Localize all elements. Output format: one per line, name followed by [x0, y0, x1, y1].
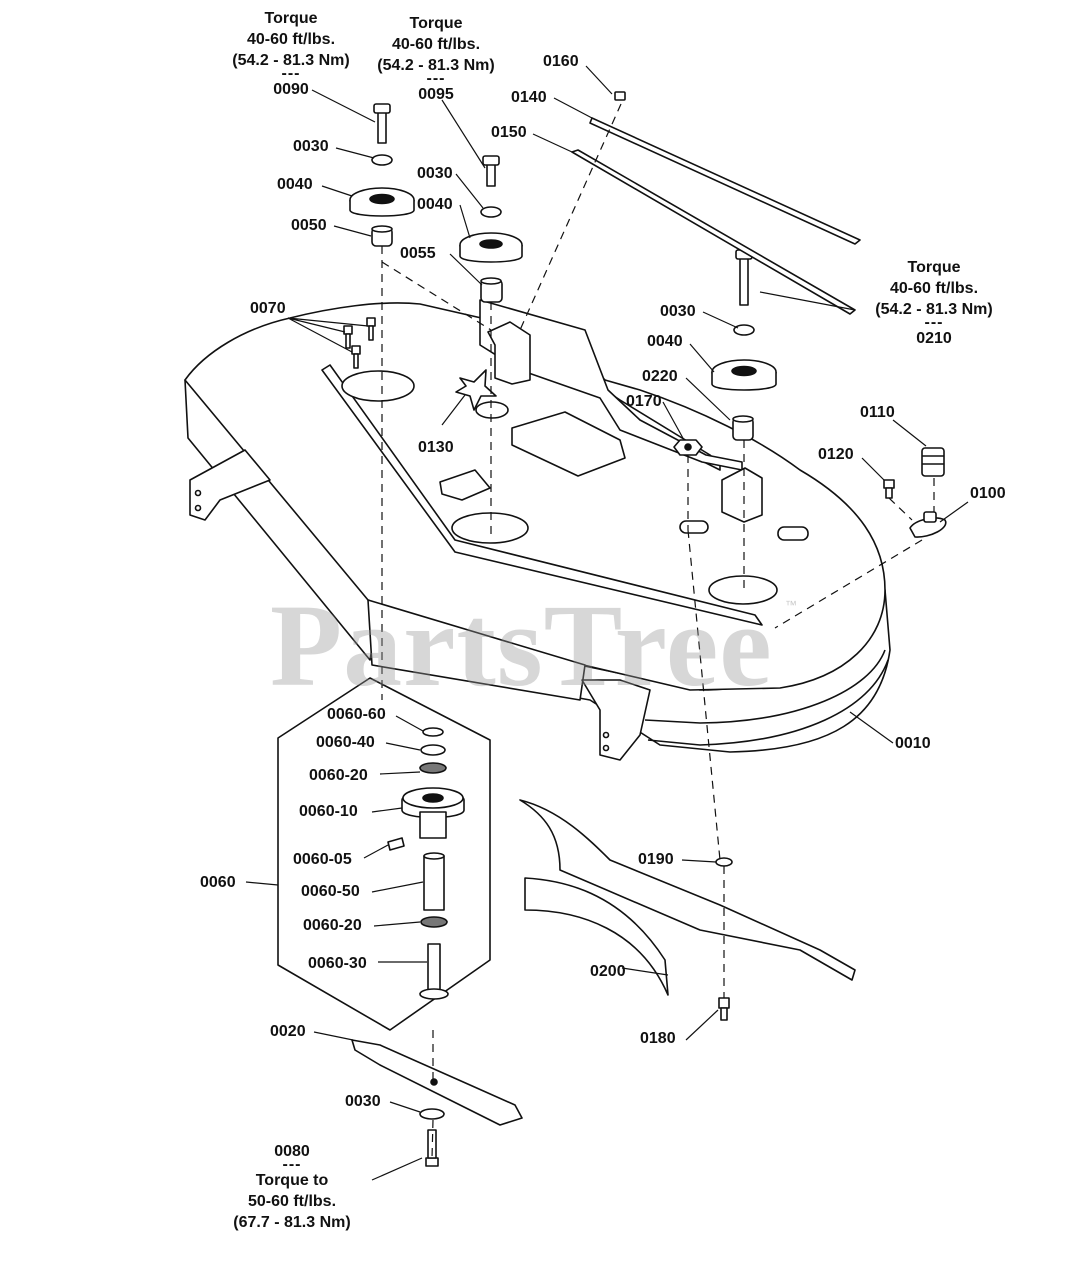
torque-note-0090: Torque 40-60 ft/lbs. (54.2 - 81.3 Nm) --…	[232, 10, 350, 98]
callout-0060-20-upper: 0060-20	[309, 767, 368, 784]
deck-baffle	[519, 799, 856, 1021]
left-pulley-stack	[349, 103, 415, 247]
callout-0010: 0010	[895, 735, 931, 752]
middle-pulley-stack	[459, 155, 523, 303]
belt-cover-strips	[571, 91, 861, 315]
callout-0060-05: 0060-05	[293, 851, 352, 868]
callout-0030-middle: 0030	[417, 165, 453, 182]
callout-0060-60: 0060-60	[327, 706, 386, 723]
mower-blade	[351, 1039, 523, 1167]
callout-0060-40: 0060-40	[316, 734, 375, 751]
callout-0060-50: 0060-50	[301, 883, 360, 900]
spindle-assembly	[277, 677, 491, 1031]
right-pulley-stack	[711, 249, 777, 441]
callout-0150: 0150	[491, 124, 527, 141]
watermark: PartsTree	[270, 580, 773, 711]
callout-0170: 0170	[626, 393, 662, 410]
callout-0130: 0130	[418, 439, 454, 456]
callout-0030-blade: 0030	[345, 1093, 381, 1110]
callout-0040-right: 0040	[647, 333, 683, 350]
callout-0180: 0180	[640, 1030, 676, 1047]
callout-0140: 0140	[511, 89, 547, 106]
callout-0060-20-lower: 0060-20	[303, 917, 362, 934]
callout-0060-30: 0060-30	[308, 955, 367, 972]
small-hardware	[343, 317, 947, 538]
callout-0220: 0220	[642, 368, 678, 385]
callout-0190: 0190	[638, 851, 674, 868]
torque-note-0095: Torque 40-60 ft/lbs. (54.2 - 81.3 Nm) --…	[377, 15, 495, 103]
callout-0020: 0020	[270, 1023, 306, 1040]
callout-0070: 0070	[250, 300, 286, 317]
callout-0030-right: 0030	[660, 303, 696, 320]
callout-0110: 0110	[860, 404, 895, 421]
callout-0060-10: 0060-10	[299, 803, 358, 820]
callout-0160: 0160	[543, 53, 579, 70]
callout-0030-left: 0030	[293, 138, 329, 155]
callout-0100: 0100	[970, 485, 1006, 502]
torque-note-0210: Torque 40-60 ft/lbs. (54.2 - 81.3 Nm) --…	[875, 259, 993, 347]
callout-0050: 0050	[291, 217, 327, 234]
torque-note-0080: 0080 --- Torque to 50-60 ft/lbs. (67.7 -…	[233, 1143, 351, 1231]
callout-0060: 0060	[200, 874, 236, 891]
assembly-dashed-lines	[381, 103, 935, 1159]
callout-0200: 0200	[590, 963, 626, 980]
callout-0040-left: 0040	[277, 176, 313, 193]
callout-leaders	[245, 65, 969, 1181]
callout-0120: 0120	[818, 446, 854, 463]
trademark-mark: ™	[785, 598, 797, 612]
callout-0040-middle: 0040	[417, 196, 453, 213]
callout-0055: 0055	[400, 245, 436, 262]
